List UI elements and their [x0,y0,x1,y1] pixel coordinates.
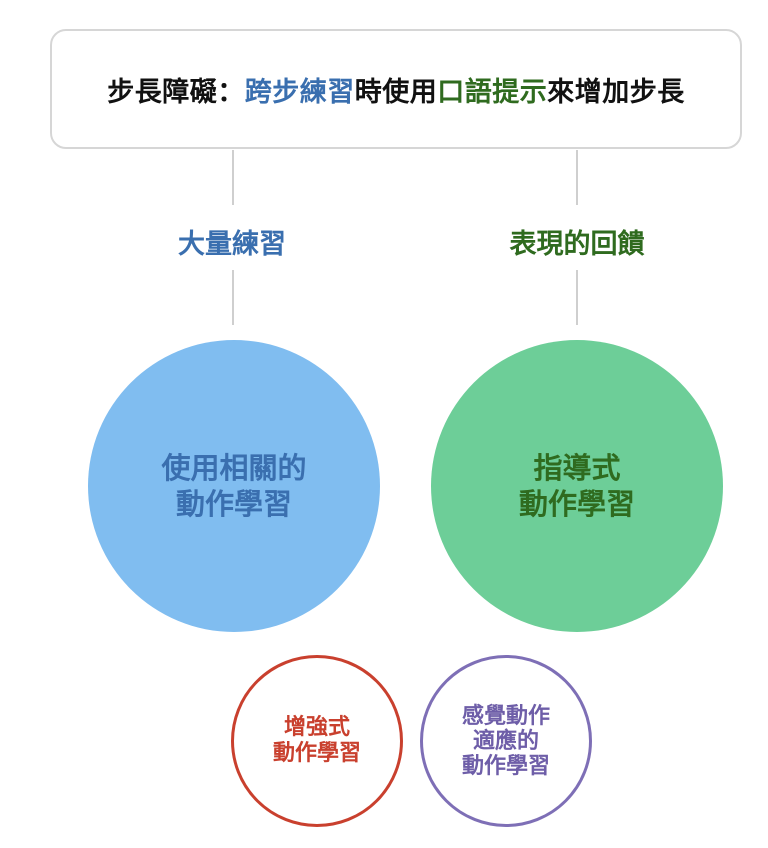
title-prefix: 步長障礙： [107,76,245,108]
circle-reinforced-motor-learning: 增強式 動作學習 [231,655,403,827]
circle-sensory-motor-adaptation: 感覺動作 適應的 動作學習 [420,655,592,827]
circle-relevant-motor-learning: 使用相關的 動作學習 [88,340,380,632]
connector-left-lower [232,270,234,325]
circle-reinforced-motor-learning-label: 增強式 動作學習 [272,715,361,766]
circle-relevant-motor-learning-label: 使用相關的 動作學習 [161,451,307,521]
page-title: 步長障礙：跨步練習時使用口語提示來增加步長 [107,70,685,109]
title-box: 步長障礙：跨步練習時使用口語提示來增加步長 [50,29,742,149]
connector-right-lower [576,270,578,325]
title-highlight-verbal-cue: 口語提示 [437,76,548,108]
branch-label-performance-feedback: 表現的回饋 [509,229,645,260]
circle-sensory-motor-adaptation-label: 感覺動作 適應的 動作學習 [461,703,550,779]
branch-label-massed-practice: 大量練習 [178,229,286,260]
connector-right-upper [576,150,578,205]
title-highlight-stride-practice: 跨步練習 [244,76,355,108]
title-middle: 時使用 [354,76,438,108]
connector-left-upper [232,150,234,205]
circle-guided-motor-learning: 指導式 動作學習 [431,340,723,632]
circle-guided-motor-learning-label: 指導式 動作學習 [518,451,635,521]
title-suffix: 來增加步長 [547,76,685,108]
